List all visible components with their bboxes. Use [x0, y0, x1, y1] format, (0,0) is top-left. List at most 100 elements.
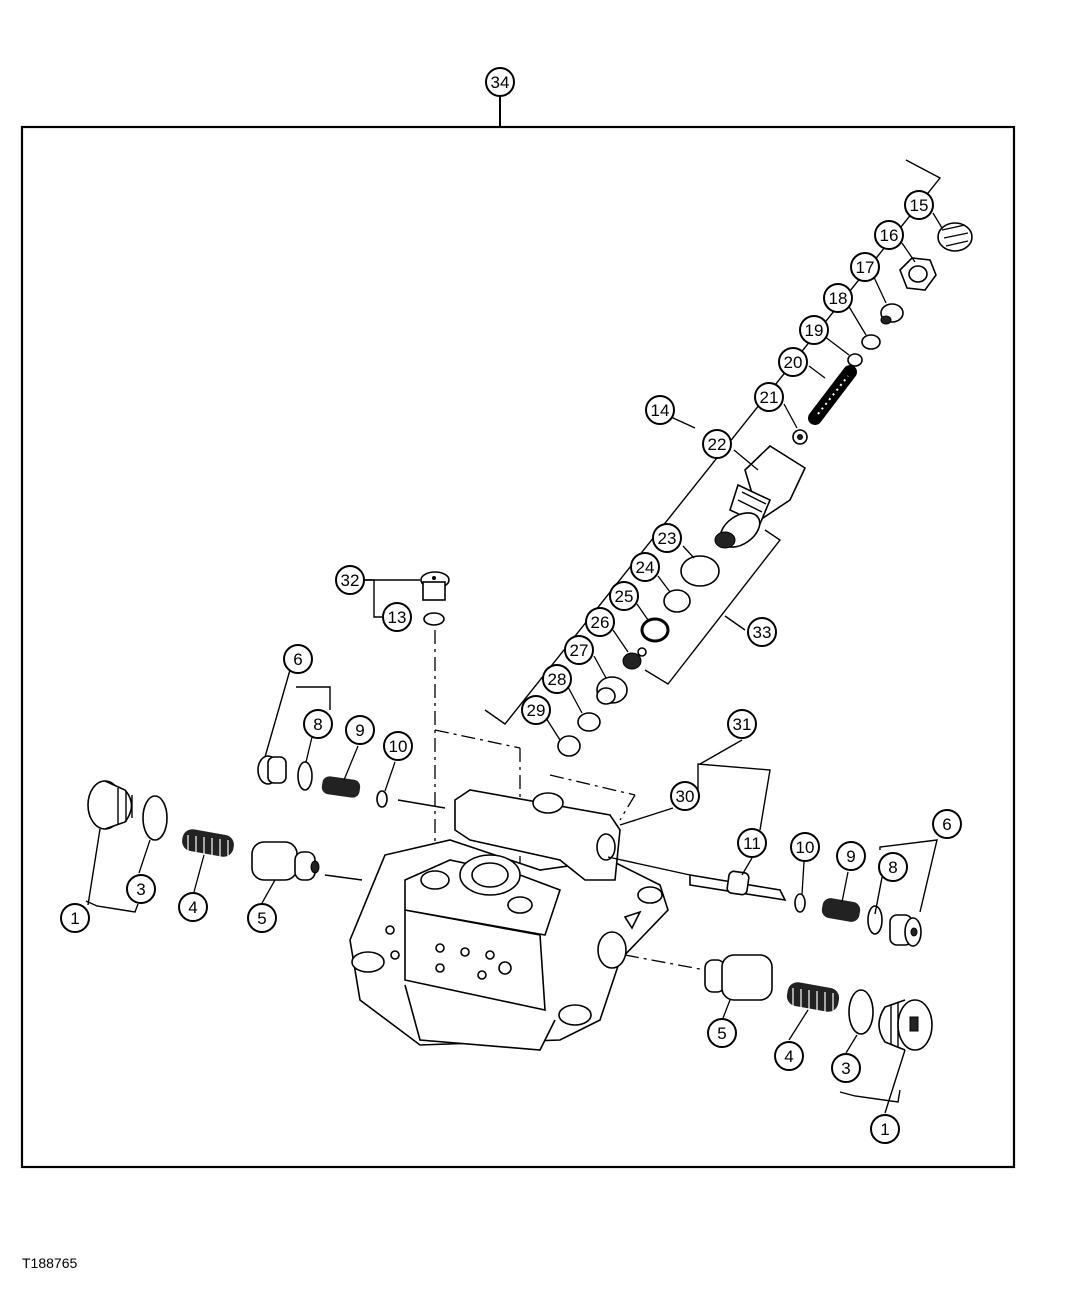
- callout-4: 4: [774, 1041, 804, 1071]
- callout-label: 26: [591, 613, 610, 632]
- callout-21: 21: [754, 382, 784, 412]
- callout-circle: [60, 903, 90, 933]
- callout-23: 23: [652, 523, 682, 553]
- callout-circle: [904, 190, 934, 220]
- callout-circle: [702, 429, 732, 459]
- ring-25: [640, 617, 670, 643]
- callout-label: 33: [753, 623, 772, 642]
- plug-6-left: [257, 755, 287, 785]
- callout-label: 30: [676, 787, 695, 806]
- callout-circle: [831, 1053, 861, 1083]
- callout-28: 28: [542, 664, 572, 694]
- callout-label: 25: [615, 587, 634, 606]
- callout-circle: [247, 903, 277, 933]
- callout-circle: [874, 220, 904, 250]
- spring-4-left: [182, 829, 234, 860]
- callout-circle: [737, 828, 767, 858]
- callout-label: 5: [717, 1024, 726, 1043]
- valve-body-22: [714, 444, 807, 549]
- callout-17: 17: [850, 252, 880, 282]
- nut-16: [899, 257, 937, 291]
- callout-label: 10: [389, 737, 408, 756]
- plug-15: [937, 222, 973, 252]
- callout-20: 20: [778, 347, 808, 377]
- callout-label: 29: [527, 701, 546, 720]
- callout-label: 6: [293, 650, 302, 669]
- callout-circle: [747, 617, 777, 647]
- callout-label: 31: [733, 715, 752, 734]
- callout-label: 20: [784, 353, 803, 372]
- callout-label: 5: [257, 909, 266, 928]
- callout-label: 1: [70, 909, 79, 928]
- spring-9-left: [321, 776, 361, 798]
- callout-25: 25: [609, 581, 639, 611]
- callout-8: 8: [303, 709, 333, 739]
- oring-28: [577, 712, 601, 732]
- callout-circle: [303, 709, 333, 739]
- oring-8-left: [297, 761, 313, 791]
- callout-label: 24: [636, 558, 655, 577]
- callout-circle: [645, 395, 675, 425]
- callout-1: 1: [870, 1114, 900, 1144]
- callout-label: 4: [188, 898, 197, 917]
- callout-19: 19: [799, 315, 829, 345]
- callout-9: 9: [345, 715, 375, 745]
- callout-3: 3: [831, 1053, 861, 1083]
- callout-label: 17: [856, 258, 875, 277]
- callout-32: 32: [335, 565, 365, 595]
- oring-13: [423, 612, 445, 626]
- callout-label: 8: [888, 858, 897, 877]
- callout-circle: [609, 581, 639, 611]
- callout-circle: [564, 635, 594, 665]
- callout-circle: [652, 523, 682, 553]
- callout-label: 19: [805, 321, 824, 340]
- callout-5: 5: [707, 1018, 737, 1048]
- figure-id: T188765: [22, 1255, 78, 1271]
- oring-23: [680, 555, 720, 587]
- callout-circle: [778, 347, 808, 377]
- callout-10: 10: [790, 832, 820, 862]
- plug-32: [420, 571, 450, 601]
- callout-label: 11: [743, 834, 761, 853]
- piston-5-right: [704, 954, 773, 1001]
- callout-14: 14: [645, 395, 675, 425]
- callout-label: 28: [548, 670, 567, 689]
- callout-circle: [754, 382, 784, 412]
- callout-27: 27: [564, 635, 594, 665]
- callout-circle: [850, 252, 880, 282]
- callout-circle: [335, 565, 365, 595]
- callout-30: 30: [670, 781, 700, 811]
- callout-22: 22: [702, 429, 732, 459]
- callout-label: 9: [355, 721, 364, 740]
- washer-10-right: [794, 893, 806, 913]
- callout-26: 26: [585, 607, 615, 637]
- callout-circle: [670, 781, 700, 811]
- callout-label: 32: [341, 571, 360, 590]
- oring-19: [847, 353, 863, 367]
- callout-9: 9: [836, 841, 866, 871]
- callout-group: 3415161718192021142223242533262728293213…: [60, 67, 962, 1144]
- callout-label: 22: [708, 435, 727, 454]
- callout-34: 34: [485, 67, 515, 97]
- callout-circle: [799, 315, 829, 345]
- callout-label: 4: [784, 1047, 793, 1066]
- oring-3-left: [142, 795, 168, 841]
- plug-6-right: [889, 914, 922, 947]
- callout-4: 4: [178, 892, 208, 922]
- callout-8: 8: [878, 852, 908, 882]
- oring-24: [663, 589, 691, 613]
- callout-31: 31: [727, 709, 757, 739]
- callout-10: 10: [383, 731, 413, 761]
- spring-20: [808, 365, 857, 425]
- callout-label: 6: [942, 815, 951, 834]
- callout-label: 23: [658, 529, 677, 548]
- plug-1-left: [87, 780, 133, 830]
- diagram-frame: [20, 125, 1016, 1169]
- callout-circle: [345, 715, 375, 745]
- callout-circle: [542, 664, 572, 694]
- callout-label: 13: [388, 608, 407, 627]
- callout-33: 33: [747, 617, 777, 647]
- shaft-11: [689, 870, 787, 902]
- callout-circle: [126, 874, 156, 904]
- fitting-17: [880, 303, 904, 325]
